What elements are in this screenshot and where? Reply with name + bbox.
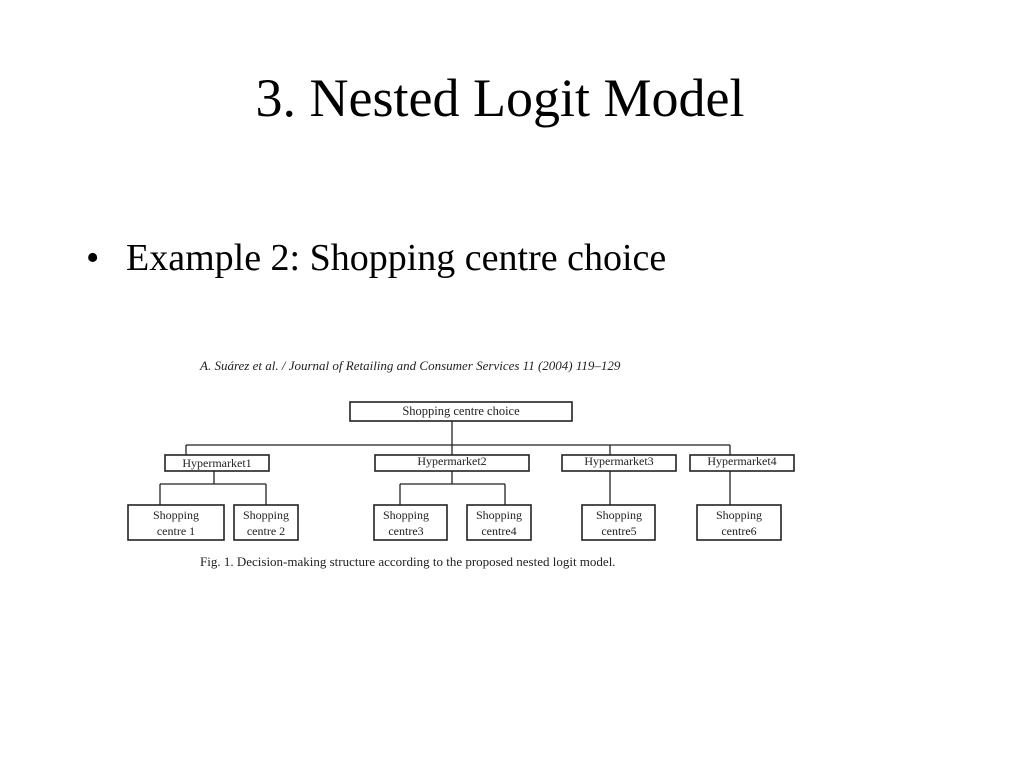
- root-label: Shopping centre choice: [402, 404, 520, 418]
- centre-label-line1: Shopping: [716, 508, 762, 522]
- hypermarket-node: Hypermarket4: [689, 454, 795, 472]
- centre-label-line2: centre3: [388, 524, 423, 538]
- hypermarket-label: Hypermarket1: [182, 456, 251, 470]
- root-node: Shopping centre choice: [349, 401, 573, 422]
- centre-label-line1: Shopping: [476, 508, 522, 522]
- bullet-item: • Example 2: Shopping centre choice: [86, 234, 666, 282]
- centre-label-line2: centre5: [601, 524, 636, 538]
- hypermarket-node: Hypermarket2: [374, 454, 530, 472]
- shopping-centre-node: Shopping centre 1: [127, 504, 225, 541]
- centre-label-line2: centre 2: [247, 524, 285, 538]
- shopping-centre-node: Shopping centre4: [466, 504, 532, 541]
- figure-citation: A. Suárez et al. / Journal of Retailing …: [199, 358, 621, 373]
- shopping-centre-node: Shopping centre 2: [233, 504, 299, 541]
- shopping-centre-node: Shopping centre3: [373, 504, 448, 541]
- centre-label-line1: Shopping: [243, 508, 289, 522]
- hypermarket-node: Hypermarket3: [561, 454, 677, 472]
- centre-label-line2: centre6: [721, 524, 756, 538]
- hypermarket-label: Hypermarket4: [707, 454, 776, 468]
- hypermarket-node: Hypermarket1: [164, 454, 270, 472]
- bullet-text: Example 2: Shopping centre choice: [126, 237, 667, 279]
- tree-connectors: [159, 421, 731, 505]
- centre-label-line1: Shopping: [153, 508, 199, 522]
- centre-label-line1: Shopping: [596, 508, 642, 522]
- shopping-centre-node: Shopping centre5: [581, 504, 656, 541]
- bullet-marker: •: [86, 237, 100, 279]
- slide-title: 3. Nested Logit Model: [255, 68, 745, 128]
- centre-label-line2: centre 1: [157, 524, 195, 538]
- shopping-centre-node: Shopping centre6: [696, 504, 782, 541]
- hypermarket-label: Hypermarket2: [417, 454, 486, 468]
- centre-label-line2: centre4: [481, 524, 516, 538]
- centre-label-line1: Shopping: [383, 508, 429, 522]
- hypermarket-label: Hypermarket3: [584, 454, 653, 468]
- figure-caption: Fig. 1. Decision-making structure accord…: [200, 554, 616, 569]
